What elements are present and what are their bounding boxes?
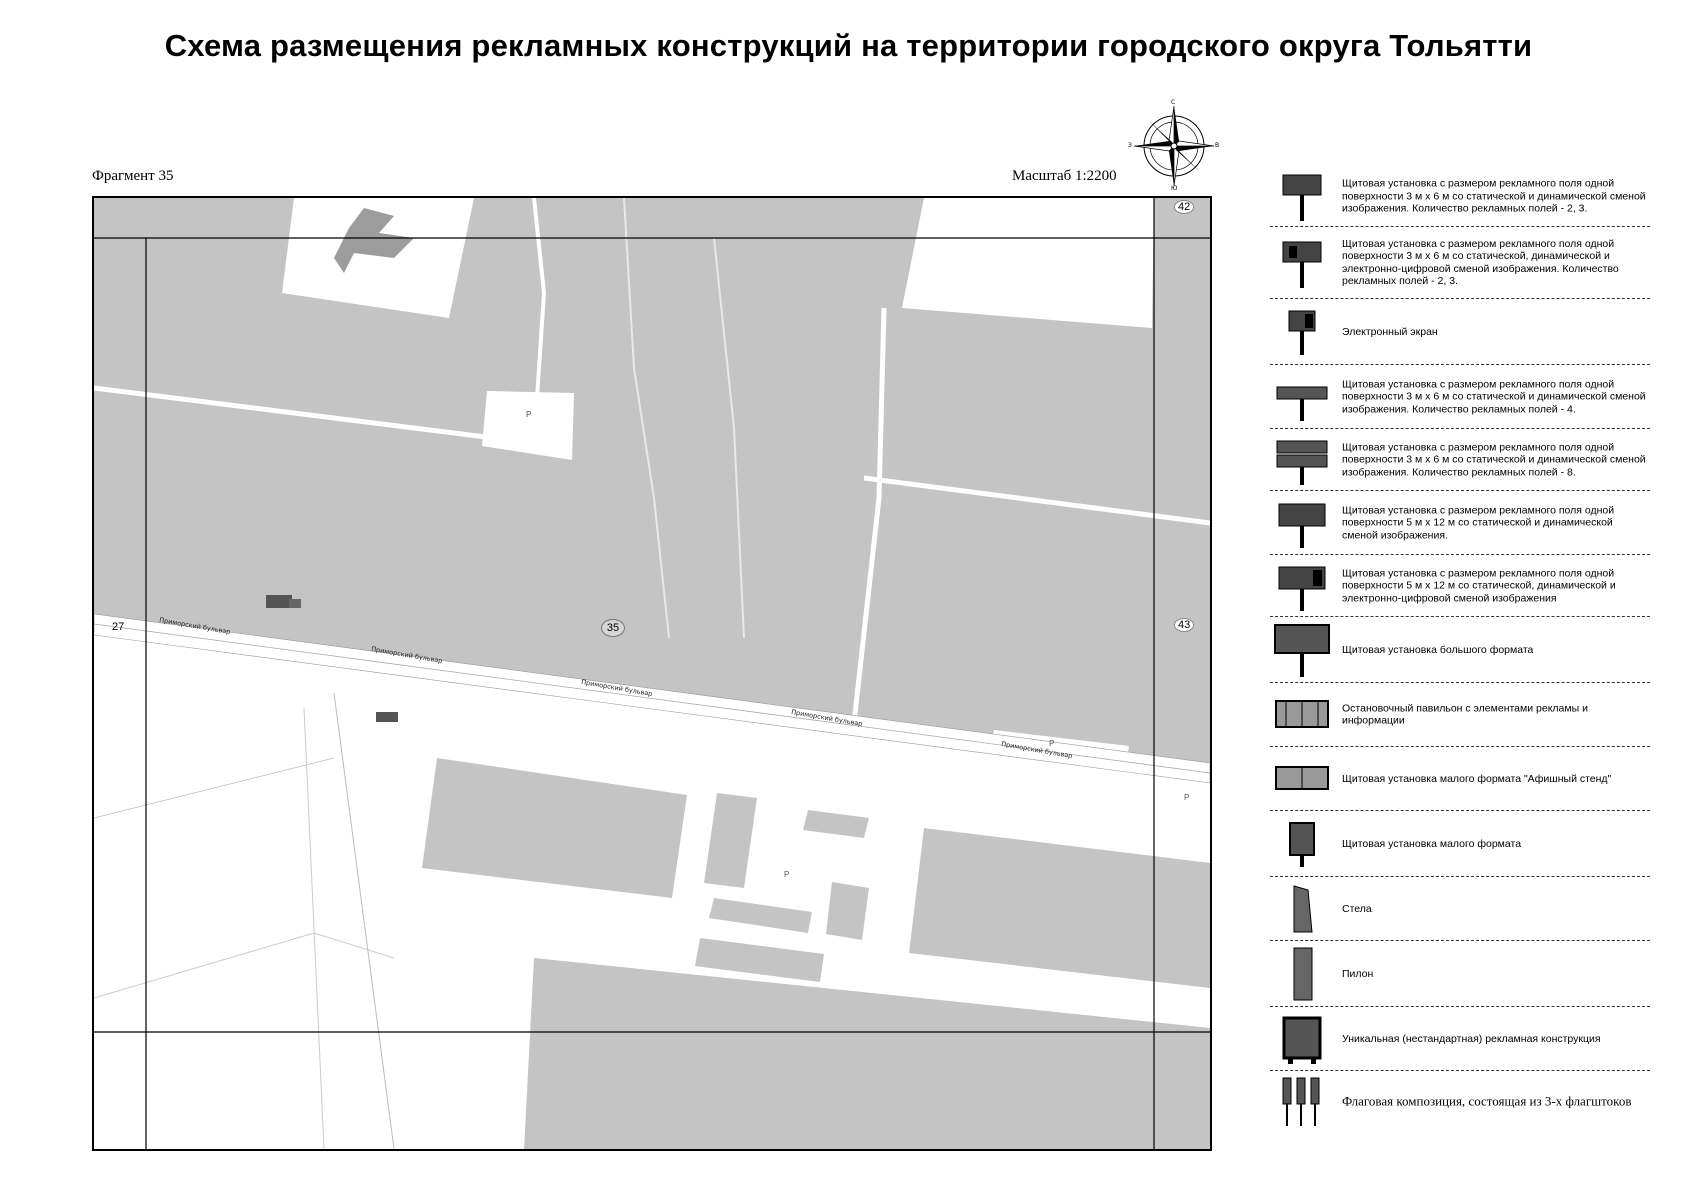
- billboard-4-fields-icon: [1270, 365, 1334, 428]
- legend-item: Щитовая установка малого формата: [1270, 811, 1650, 877]
- road-line: [863, 475, 1210, 526]
- stele-icon: [1270, 877, 1334, 940]
- boulevard-center-line: [94, 623, 1210, 774]
- legend-item: Пилон: [1270, 941, 1650, 1007]
- billboard-3x6-dynamic-icon: [1270, 166, 1334, 226]
- building-white-1: [282, 198, 474, 318]
- page-title: Схема размещения рекламных конструкций н…: [164, 28, 1533, 63]
- compass-rose-icon: С Ю З В: [1128, 99, 1220, 192]
- electronic-screen-icon: [1270, 299, 1334, 364]
- small-format-billboard-icon: [1270, 811, 1334, 876]
- legend-item: Электронный экран: [1270, 299, 1650, 365]
- legend-item: Флаговая композиция, состоящая из 3-х фл…: [1270, 1071, 1650, 1131]
- building-gray-dark: [334, 208, 414, 273]
- compass-west-label: З: [1128, 142, 1132, 149]
- legend-text: Уникальная (нестандартная) рекламная кон…: [1342, 1032, 1601, 1045]
- billboard-5x12-digital-icon: [1270, 555, 1334, 616]
- building-south-4: [709, 898, 812, 933]
- legend-item: Щитовая установка большого формата: [1270, 617, 1650, 683]
- building-white-2: [902, 198, 1154, 328]
- parking-symbol: P: [526, 410, 532, 419]
- path-line: [94, 932, 395, 999]
- legend-text: Щитовая установка малого формата "Афишны…: [1342, 772, 1612, 785]
- fragment-label: Фрагмент 35: [92, 168, 174, 184]
- parking-symbol: P: [784, 870, 790, 879]
- large-format-billboard-icon: [1270, 617, 1334, 682]
- map-canvas: [94, 198, 1210, 1149]
- legend-item: Щитовая установка с размером рекламного …: [1270, 365, 1650, 429]
- building-south-3: [803, 810, 869, 838]
- bus-stop-pavilion-icon: [1270, 683, 1334, 746]
- legend-text: Флаговая композиция, состоящая из 3-х фл…: [1342, 1093, 1632, 1109]
- building-south-1: [422, 758, 687, 898]
- fragment-number-27: 27: [112, 621, 125, 633]
- legend-text: Щитовая установка с размером рекламного …: [1342, 440, 1646, 478]
- pylon-icon: [1270, 941, 1334, 1006]
- legend-text: Щитовая установка с размером рекламного …: [1342, 503, 1615, 541]
- legend-text: Стела: [1342, 902, 1372, 915]
- building-south-5: [826, 882, 869, 940]
- road-line: [623, 198, 670, 639]
- unique-construction-icon: [1270, 1007, 1334, 1070]
- billboard-8-fields-icon: [1270, 429, 1334, 490]
- road-line: [851, 307, 887, 724]
- fragment-number-42: 42: [1174, 200, 1195, 214]
- legend-item: Уникальная (нестандартная) рекламная кон…: [1270, 1007, 1650, 1071]
- billboard-3x6-digital-icon: [1270, 227, 1334, 298]
- road-line: [94, 385, 535, 446]
- parking-lot-1: [482, 391, 574, 460]
- ad-structure-marker: [376, 712, 398, 722]
- building-south-6: [695, 938, 824, 982]
- legend-text: Щитовая установка с размером рекламного …: [1342, 566, 1616, 604]
- building-south-8: [524, 958, 1210, 1149]
- legend-text: Щитовая установка большого формата: [1342, 643, 1534, 656]
- scale-label: Масштаб 1:2200: [1012, 168, 1117, 184]
- legend: Щитовая установка с размером рекламного …: [1270, 166, 1650, 1131]
- legend-text: Щитовая установка с размером рекламного …: [1342, 237, 1619, 288]
- fragment-number-35: 35: [601, 619, 625, 637]
- legend-item: Щитовая установка с размером рекламного …: [1270, 166, 1650, 227]
- poster-stand-icon: [1270, 747, 1334, 810]
- building-south-7: [909, 828, 1210, 988]
- compass-north-label: С: [1171, 99, 1176, 106]
- compass-east-label: В: [1215, 142, 1220, 149]
- ad-structure-marker: [266, 595, 292, 608]
- path-line: [303, 707, 325, 1149]
- path-line: [333, 692, 395, 1149]
- legend-item: Щитовая установка с размером рекламного …: [1270, 491, 1650, 555]
- legend-text: Щитовая установка малого формата: [1342, 837, 1522, 850]
- legend-item: Щитовая установка с размером рекламного …: [1270, 555, 1650, 617]
- building-south-2: [704, 793, 757, 888]
- road-line: [532, 198, 547, 444]
- path-line: [94, 757, 335, 819]
- legend-item: Щитовая установка с размером рекламного …: [1270, 429, 1650, 491]
- parking-symbol: P: [1049, 739, 1055, 748]
- parking-symbol: P: [1184, 793, 1190, 802]
- legend-text: Электронный экран: [1342, 325, 1438, 338]
- legend-item: Остановочный павильон с элементами рекла…: [1270, 683, 1650, 747]
- legend-text: Пилон: [1342, 967, 1374, 980]
- fragment-number-43: 43: [1174, 618, 1195, 632]
- legend-item: Щитовая установка с размером рекламного …: [1270, 227, 1650, 299]
- road-line: [713, 237, 745, 639]
- map-fragment[interactable]: 42 27 35 43 Приморский бульвар Приморски…: [92, 196, 1212, 1151]
- ad-structure-marker: [289, 599, 301, 608]
- legend-text: Остановочный павильон с элементами рекла…: [1342, 702, 1588, 727]
- flag-composition-icon: [1270, 1071, 1334, 1131]
- billboard-5x12-icon: [1270, 491, 1334, 554]
- legend-item: Стела: [1270, 877, 1650, 941]
- legend-text: Щитовая установка с размером рекламного …: [1342, 177, 1646, 215]
- legend-item: Щитовая установка малого формата "Афишны…: [1270, 747, 1650, 811]
- legend-text: Щитовая установка с размером рекламного …: [1342, 377, 1646, 415]
- compass-south-label: Ю: [1171, 185, 1178, 192]
